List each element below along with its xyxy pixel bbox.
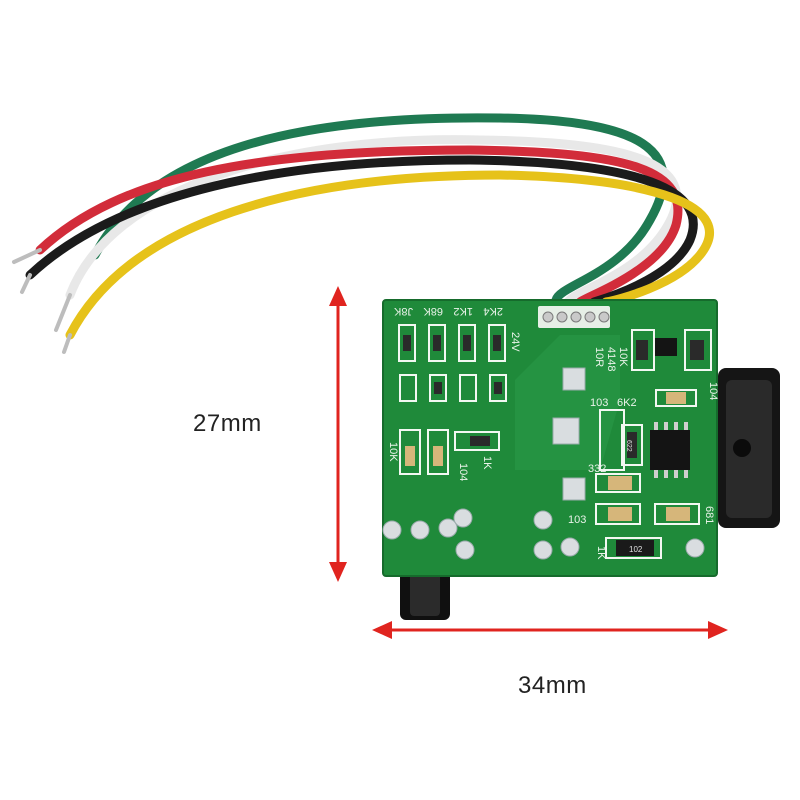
wire-tip-yellow [62,333,72,354]
resistor-bodies [403,335,502,394]
solder-pads [382,367,705,560]
silk-left-1: 10K [387,442,399,462]
smd-bodies-right [608,340,704,556]
smd-outlines-right [595,329,712,559]
pcb-outline [382,299,718,577]
width-dimension-label: 34mm [518,672,587,699]
resistor-array-top-left [398,324,507,402]
heatsink-hole [733,439,751,457]
wire-tip-black [20,273,32,294]
width-arrow [372,621,728,639]
resistor-array-left [399,429,500,475]
silk-right-4: 681 [703,506,715,524]
silk-left-3: 1K [481,456,493,470]
silk-top-3: 1K2 [453,305,473,317]
wire-tip-red [12,248,42,264]
wire-tip-white [54,293,72,332]
silk-top-1: J8K [393,305,413,317]
height-arrow [329,286,347,582]
silk-right-5: 1K [595,546,607,560]
silk-top-2: 68K [423,305,443,317]
resistor-chip-1 [405,446,415,466]
silk-top-4: 2K4 [483,305,503,317]
silk-voltage: 24V [509,332,521,352]
silk-chip-1: 102 [629,545,643,554]
silk-right-3: 103 [568,514,586,526]
silk-left-2: 104 [457,463,469,481]
pin-header [538,306,610,328]
silk-diode-2: 4148 [605,347,617,371]
silk-right-2: 332 [588,463,606,475]
bottom-connector-face [410,572,440,616]
wire-black [25,155,698,307]
silk-mid-1: 103 [590,397,608,409]
wire-green [90,113,668,305]
wire-bundle [12,113,714,354]
ic-chip [650,422,690,478]
resistor-chip-3 [470,436,490,446]
silk-right-1: 104 [707,382,719,400]
silk-diode-3: 10R [593,347,605,367]
wire-red [35,145,683,307]
silkscreen-text: J8K 68K 1K2 2K4 24V 10K 4148 10R 10K 104… [387,305,719,560]
silk-mid-2: 6K2 [617,397,637,409]
small-transistor [655,338,677,356]
silk-diode-1: 10K [617,347,629,367]
height-dimension-label: 27mm [193,410,262,437]
wire-yellow [65,170,714,340]
copper-pour [515,335,620,470]
silk-chip-2: 622 [625,440,632,452]
resistor-chip-2 [433,446,443,466]
